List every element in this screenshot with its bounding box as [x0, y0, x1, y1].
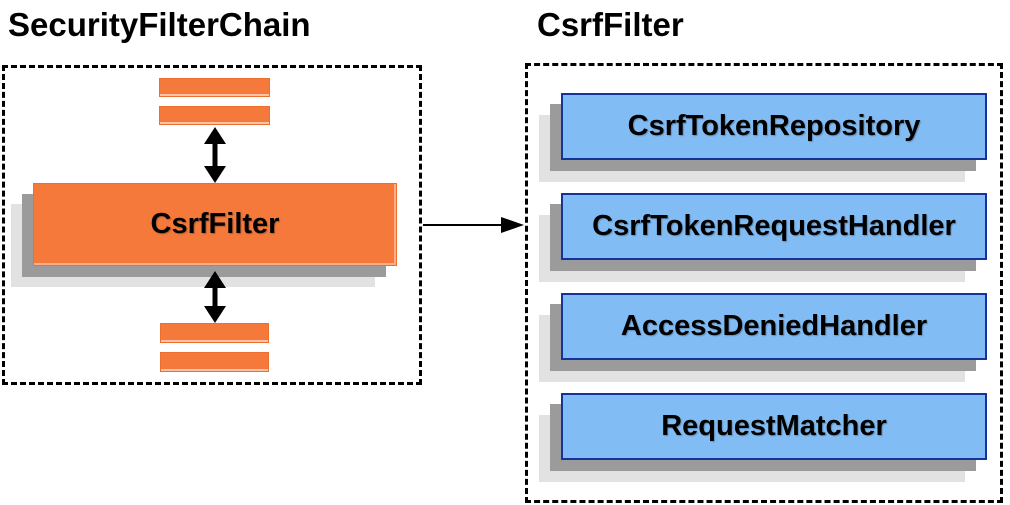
security-filter-chain-box — [2, 65, 422, 385]
double-arrow-icon — [204, 271, 226, 323]
access-denied-handler-node: AccessDeniedHandler — [561, 293, 987, 360]
csrf-token-request-handler-node: CsrfTokenRequestHandler — [561, 193, 987, 260]
double-arrow-icon — [204, 127, 226, 183]
component-label: AccessDeniedHandler — [620, 310, 928, 342]
filter-bar — [160, 352, 269, 372]
component-label: CsrfTokenRepository — [627, 110, 921, 142]
csrf-filter-node: CsrfFilter — [33, 183, 397, 266]
security-filter-chain-title: SecurityFilterChain — [8, 6, 311, 43]
csrf-token-repository-node: CsrfTokenRepository — [561, 93, 987, 160]
flow-arrow-icon — [423, 217, 524, 233]
csrf-filter-title: CsrfFilter — [537, 6, 684, 43]
component-label: RequestMatcher — [661, 410, 887, 442]
csrf-filter-node-label: CsrfFilter — [150, 208, 280, 240]
csrf-filter-components-box — [525, 63, 1003, 503]
filter-bar — [159, 106, 270, 125]
request-matcher-node: RequestMatcher — [561, 393, 987, 460]
component-label: CsrfTokenRequestHandler — [592, 210, 956, 242]
filter-bar — [159, 78, 270, 97]
filter-bar — [160, 323, 269, 343]
